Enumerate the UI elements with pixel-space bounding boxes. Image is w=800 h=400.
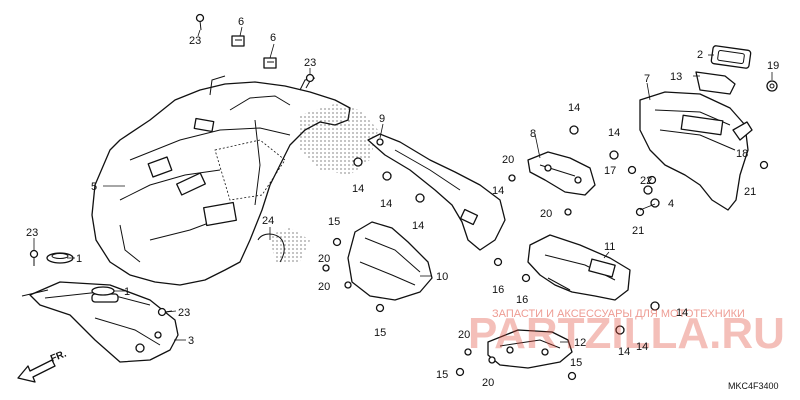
callout-21: 21 bbox=[632, 225, 644, 237]
fastener-14-h[interactable] bbox=[615, 325, 625, 335]
fastener-14-e[interactable] bbox=[609, 150, 619, 160]
diagram-code: MKC4F3400 bbox=[728, 381, 779, 391]
callout-14: 14 bbox=[492, 185, 504, 197]
fastener-15-c[interactable] bbox=[455, 367, 465, 377]
part-11-rear-cover[interactable] bbox=[527, 234, 631, 301]
part-23-bolt-right[interactable] bbox=[305, 73, 315, 89]
watermark-text: ЗАПАСТИ И АКСЕССУАРЫ ДЛЯ МОТОТЕХНИКИ bbox=[492, 308, 745, 320]
part-1-rubber-lower[interactable] bbox=[91, 286, 115, 296]
fastener-20-a[interactable] bbox=[322, 264, 330, 272]
fastener-20-e[interactable] bbox=[464, 348, 472, 356]
callout-20: 20 bbox=[318, 281, 330, 293]
part-12-lower-bracket[interactable] bbox=[487, 329, 573, 369]
part-10-lower-panel[interactable] bbox=[347, 221, 433, 301]
fastener-14-f[interactable] bbox=[643, 185, 653, 195]
part-6-clip-upper[interactable] bbox=[231, 35, 245, 47]
callout-22: 22 bbox=[640, 175, 652, 187]
callout-23: 23 bbox=[189, 35, 201, 47]
fastener-16-a[interactable] bbox=[493, 257, 503, 267]
part-23-bolt-left[interactable] bbox=[29, 249, 39, 267]
callout-20: 20 bbox=[482, 377, 494, 389]
callout-6: 6 bbox=[238, 16, 244, 28]
callout-15: 15 bbox=[328, 216, 340, 228]
callout-2: 2 bbox=[697, 49, 703, 61]
callout-23: 23 bbox=[304, 57, 316, 69]
callout-1: 1 bbox=[76, 253, 82, 265]
callout-14: 14 bbox=[380, 198, 392, 210]
fastener-14-g[interactable] bbox=[650, 301, 660, 311]
callout-20: 20 bbox=[540, 208, 552, 220]
callout-16: 16 bbox=[492, 284, 504, 296]
watermark-logo: PARTZILLA.RU bbox=[468, 309, 785, 358]
callouts: 23 6 6 23 5 24 23 1 1 23 3 9 14 14 14 15… bbox=[26, 16, 779, 389]
callout-20: 20 bbox=[458, 329, 470, 341]
callout-5: 5 bbox=[91, 181, 97, 193]
part-2-reflector[interactable] bbox=[710, 45, 752, 69]
part-24-band[interactable] bbox=[257, 233, 285, 263]
fastener-22[interactable] bbox=[647, 175, 657, 185]
part-19-grommet[interactable] bbox=[766, 80, 778, 92]
callout-20: 20 bbox=[318, 253, 330, 265]
callout-24: 24 bbox=[262, 215, 274, 227]
callout-23: 23 bbox=[26, 227, 38, 239]
callout-17: 17 bbox=[604, 165, 616, 177]
fastener-4[interactable] bbox=[650, 198, 660, 208]
part-13-reflector-bracket[interactable] bbox=[695, 71, 736, 95]
callout-14: 14 bbox=[608, 127, 620, 139]
callout-14: 14 bbox=[636, 341, 648, 353]
fastener-15-d[interactable] bbox=[567, 371, 577, 381]
callout-14: 14 bbox=[568, 102, 580, 114]
fastener-14-d[interactable] bbox=[569, 125, 579, 135]
callout-1: 1 bbox=[124, 286, 130, 298]
callout-21: 21 bbox=[744, 186, 756, 198]
callout-18: 18 bbox=[736, 148, 748, 160]
callout-14: 14 bbox=[352, 183, 364, 195]
direction-label: FR. bbox=[49, 348, 68, 364]
callout-15: 15 bbox=[570, 357, 582, 369]
fastener-20-d[interactable] bbox=[344, 281, 352, 289]
callout-9: 9 bbox=[379, 113, 385, 125]
callout-11: 11 bbox=[604, 241, 615, 253]
callout-10: 10 bbox=[436, 271, 448, 283]
callout-15: 15 bbox=[374, 327, 386, 339]
callout-20: 20 bbox=[502, 154, 514, 166]
fastener-14-a[interactable] bbox=[353, 157, 363, 167]
front-direction-arrow: FR. bbox=[17, 348, 68, 383]
callout-6: 6 bbox=[270, 32, 276, 44]
fastener-21-a[interactable] bbox=[759, 160, 769, 170]
fastener-20-b[interactable] bbox=[508, 174, 516, 182]
callout-4: 4 bbox=[668, 198, 674, 210]
part-3-bracket[interactable] bbox=[21, 281, 179, 363]
callout-14: 14 bbox=[618, 346, 630, 358]
callout-14: 14 bbox=[676, 307, 688, 319]
fastener-14-b[interactable] bbox=[382, 171, 392, 181]
part-8-bracket[interactable] bbox=[527, 151, 596, 196]
part-23-bolt-upper[interactable] bbox=[195, 13, 205, 31]
callout-12: 12 bbox=[574, 337, 586, 349]
callout-3: 3 bbox=[188, 335, 194, 347]
callout-7: 7 bbox=[644, 73, 650, 85]
fastener-21-b[interactable] bbox=[635, 207, 645, 217]
callout-13: 13 bbox=[670, 71, 682, 83]
callout-8: 8 bbox=[530, 128, 536, 140]
fastener-14-c[interactable] bbox=[415, 193, 425, 203]
fastener-15-b[interactable] bbox=[375, 303, 385, 313]
leader-lines bbox=[33, 26, 773, 343]
fastener-17[interactable] bbox=[627, 165, 637, 175]
callout-14: 14 bbox=[412, 220, 424, 232]
callout-19: 19 bbox=[767, 60, 779, 72]
callout-15: 15 bbox=[436, 369, 448, 381]
part-18-bulb[interactable] bbox=[732, 121, 753, 141]
fastener-16-b[interactable] bbox=[521, 273, 531, 283]
callout-16: 16 bbox=[516, 294, 528, 306]
fastener-20-f[interactable] bbox=[488, 356, 496, 364]
fastener-15-a[interactable] bbox=[332, 237, 342, 247]
part-9-side-cover[interactable] bbox=[367, 133, 506, 251]
part-5-rear-fender[interactable] bbox=[91, 75, 378, 286]
fastener-20-c[interactable] bbox=[564, 208, 572, 216]
part-7-license-holder[interactable] bbox=[639, 91, 749, 211]
callout-23: 23 bbox=[178, 307, 190, 319]
part-6-clip-lower[interactable] bbox=[263, 57, 277, 69]
